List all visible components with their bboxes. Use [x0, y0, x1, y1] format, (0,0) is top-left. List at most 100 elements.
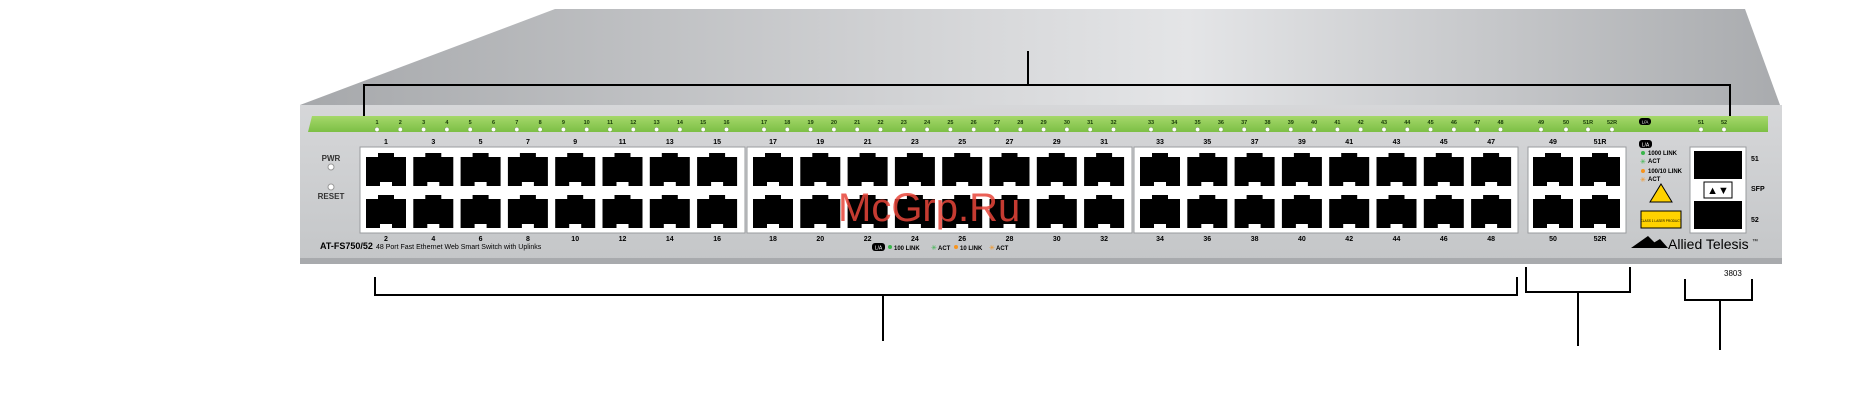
led-12 — [630, 127, 636, 132]
port-label-29: 29 — [1053, 139, 1061, 146]
strip-label-26: 26 — [971, 120, 977, 126]
led-15 — [700, 127, 706, 132]
rj45-port-50 — [1533, 195, 1573, 228]
rj45-port-35 — [1187, 153, 1228, 186]
reset-label: RESET — [318, 192, 345, 201]
strip-label-17: 17 — [761, 120, 767, 126]
led-9 — [560, 127, 566, 132]
strip-label-36: 36 — [1218, 120, 1224, 126]
led-14 — [677, 127, 683, 132]
strip-label-9: 9 — [562, 120, 565, 126]
led-49 — [1538, 127, 1544, 132]
port-label-25: 25 — [958, 139, 966, 146]
rj45-port-2 — [366, 195, 406, 228]
port-label-10: 10 — [571, 236, 579, 243]
led-37 — [1241, 127, 1247, 132]
port-label-28: 28 — [1006, 236, 1014, 243]
laser-label-box — [1640, 210, 1682, 229]
led-41 — [1334, 127, 1340, 132]
strip-label-22: 22 — [877, 120, 883, 126]
chassis-top — [300, 9, 1780, 105]
strip-label-4: 4 — [445, 120, 449, 126]
strip-label-1: 1 — [375, 120, 378, 126]
rj45-port-37 — [1234, 153, 1275, 186]
legend-bottom-item-3: 10 LINK — [960, 246, 983, 252]
chassis-front-edge — [300, 258, 1782, 264]
led-19 — [808, 127, 814, 132]
led-26 — [971, 127, 977, 132]
sfp-slot-52 — [1694, 201, 1742, 229]
port-label-23: 23 — [911, 139, 919, 146]
port-label-48: 48 — [1487, 236, 1495, 243]
brand-logo-icon-2 — [1645, 239, 1668, 248]
callout-ports-bracket — [374, 277, 1518, 341]
legend-right-led-3 — [1641, 169, 1645, 173]
callout-led-bracket — [363, 51, 1731, 116]
port-label-8: 8 — [526, 236, 530, 243]
brand-trademark: ™ — [1752, 238, 1758, 245]
led-48 — [1498, 127, 1503, 132]
rj45-port-45 — [1423, 153, 1464, 186]
led-2 — [397, 127, 403, 132]
watermark: McGrp.Ru — [838, 186, 1021, 230]
strip-label-52: 52 — [1721, 120, 1727, 126]
rj45-port-40 — [1281, 195, 1322, 228]
led-47 — [1474, 127, 1480, 132]
strip-label-16: 16 — [723, 120, 729, 126]
led-8 — [537, 127, 543, 132]
led-44 — [1404, 127, 1410, 132]
strip-label-51: 51 — [1698, 120, 1704, 126]
led-51R — [1585, 127, 1591, 132]
port-label-13: 13 — [666, 139, 674, 146]
rj45-port-17 — [753, 153, 793, 186]
strip-label-21: 21 — [854, 120, 860, 126]
port-label-4: 4 — [431, 236, 435, 243]
strip-label-52R: 52R — [1607, 120, 1617, 126]
strip-label-20: 20 — [831, 120, 837, 126]
rj45-port-6 — [460, 195, 501, 228]
brand-name: Allied Telesis — [1668, 236, 1749, 252]
strip-label-3: 3 — [422, 120, 425, 126]
strip-label-42: 42 — [1358, 120, 1364, 126]
rj45-port-12 — [602, 195, 643, 228]
rj45-port-27 — [989, 153, 1030, 186]
port-label-7: 7 — [526, 139, 530, 146]
legend-right-item-4: ACT — [1648, 177, 1661, 183]
strip-label-28: 28 — [1017, 120, 1023, 126]
strip-label-33: 33 — [1148, 120, 1154, 126]
port-label-37: 37 — [1251, 139, 1259, 146]
strip-label-la: L/A — [1642, 120, 1649, 125]
rj45-port-51R — [1580, 153, 1620, 186]
strip-label-49: 49 — [1538, 120, 1544, 126]
led-20 — [831, 127, 837, 132]
led-22 — [878, 127, 883, 132]
rj45-port-38 — [1234, 195, 1275, 228]
rj45-port-52R — [1580, 195, 1620, 228]
rj45-port-42 — [1329, 195, 1370, 228]
led-29 — [1041, 127, 1047, 132]
strip-label-5: 5 — [469, 120, 472, 126]
port-label-1: 1 — [384, 139, 388, 146]
sfp-slot-51 — [1694, 151, 1742, 179]
led-33 — [1148, 127, 1154, 132]
rj45-port-19 — [800, 153, 841, 186]
legend-right-la-badge — [1639, 140, 1652, 148]
led-40 — [1311, 127, 1317, 132]
port-label-5: 5 — [479, 139, 483, 146]
reset-button[interactable] — [327, 183, 335, 191]
laser-warning-icon — [1649, 183, 1673, 203]
port-label-38: 38 — [1251, 236, 1259, 243]
rj45-port-11 — [602, 153, 643, 186]
strip-label-2: 2 — [399, 120, 402, 126]
rj45-port-28 — [989, 195, 1030, 228]
strip-label-30: 30 — [1064, 120, 1070, 126]
strip-label-13: 13 — [654, 120, 660, 126]
port-label-6: 6 — [479, 236, 483, 243]
strip-label-41: 41 — [1334, 120, 1340, 126]
strip-label-24: 24 — [924, 120, 931, 126]
rj45-port-3 — [413, 153, 454, 186]
callout-sfp-bracket — [1684, 279, 1753, 350]
strip-label-6: 6 — [492, 120, 495, 126]
laser-label-text: CLASS 1 LASER PRODUCT — [1640, 219, 1681, 223]
port-label-9: 9 — [573, 139, 577, 146]
